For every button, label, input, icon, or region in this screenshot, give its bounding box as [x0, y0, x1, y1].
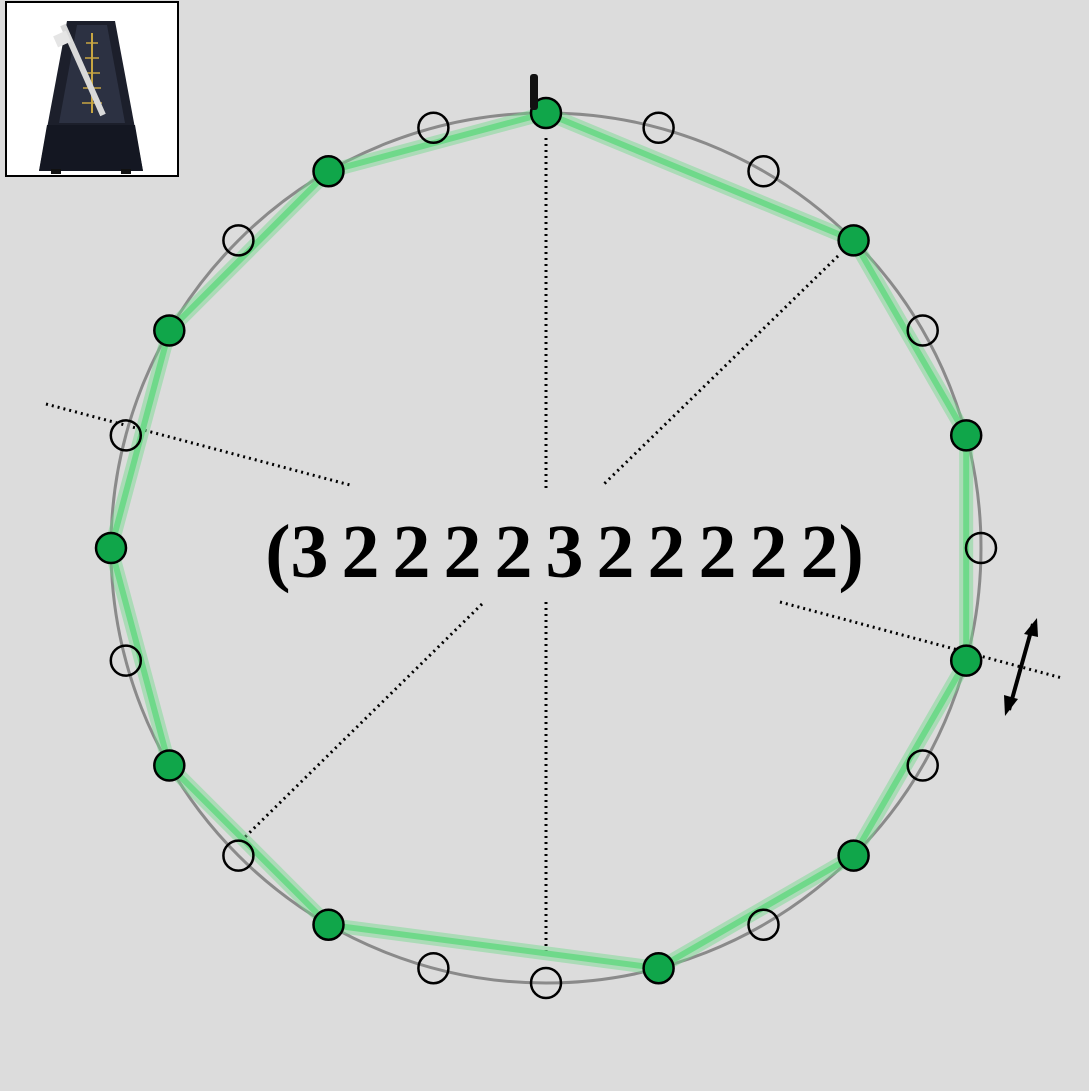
onset-dot — [839, 841, 869, 871]
onset-dot — [154, 751, 184, 781]
double-arrow-icon — [1004, 618, 1038, 716]
onset-dot — [951, 420, 981, 450]
onset-dot — [154, 316, 184, 346]
onset-dot — [644, 953, 674, 983]
onset-dot — [314, 910, 344, 940]
axis-line — [240, 604, 482, 842]
onset-dot — [839, 225, 869, 255]
start-tick — [530, 74, 538, 110]
metronome-icon — [7, 3, 177, 175]
axis-line — [46, 404, 350, 485]
onset-dot — [951, 646, 981, 676]
metronome-thumbnail — [5, 1, 179, 177]
axis-line — [602, 256, 838, 486]
onset-dot — [314, 156, 344, 186]
interval-pattern-label: (3 2 2 2 2 3 2 2 2 2 2) — [0, 512, 1089, 592]
